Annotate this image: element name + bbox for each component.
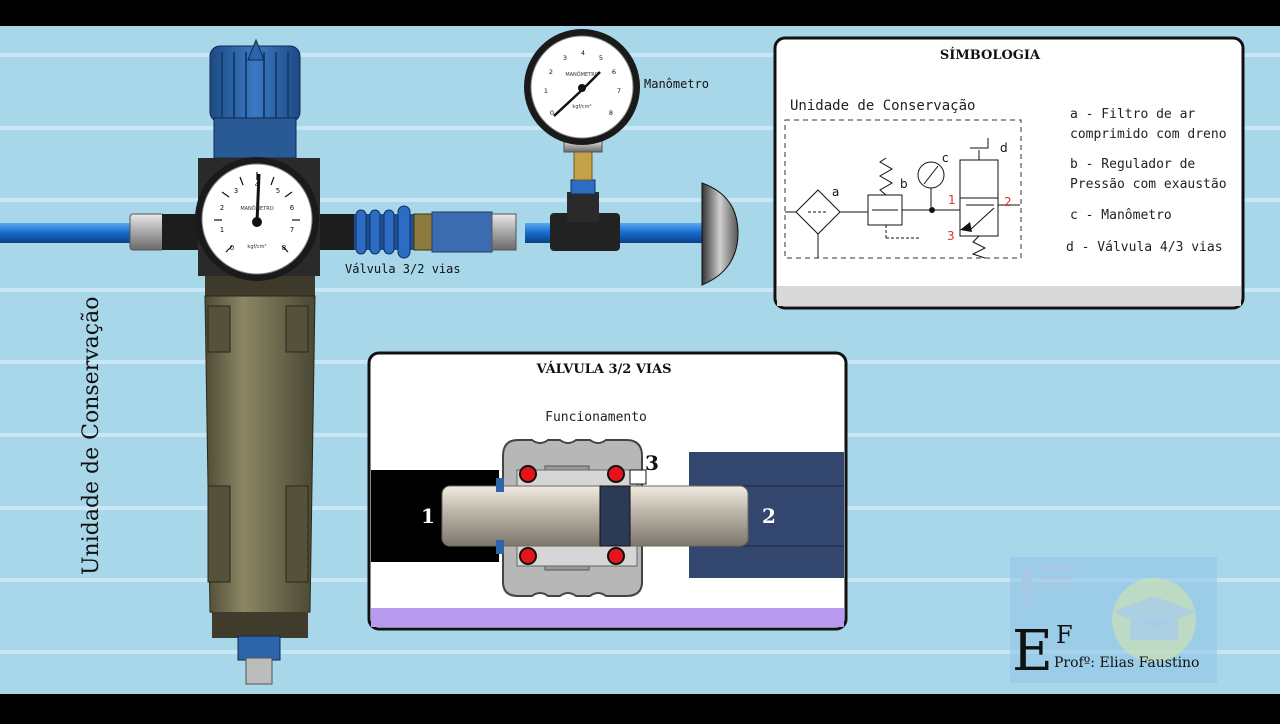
manometer-unit: kgf/cm² (572, 104, 591, 110)
legend-a-line1: a - Filtro de ar (1070, 107, 1195, 122)
scale-4: 4 (255, 181, 260, 189)
sym-mark-a: a (832, 185, 839, 199)
m-scale-6: 6 (612, 68, 616, 76)
m-scale-2: 2 (549, 68, 553, 76)
regulator-gauge: MANÔMETRO kgf/cm² 0 1 2 3 4 5 6 7 8 (195, 157, 319, 281)
valve-port-3: 3 (645, 451, 659, 475)
symbology-panel: SÍMBOLOGIA Unidade de Conservação a b c (773, 36, 1245, 310)
symbology-subtitle: Unidade de Conservação (790, 98, 975, 114)
sym-mark-d: d (1000, 141, 1008, 155)
m-scale-3: 3 (563, 54, 567, 62)
logo-name: Profº: Elias Faustino (1054, 655, 1200, 671)
valve-panel-subtitle: Funcionamento (545, 410, 647, 425)
regulator-gauge-unit: kgf/cm² (247, 244, 266, 250)
sym-port-1: 1 (948, 193, 956, 207)
sym-mark-b: b (900, 177, 908, 191)
m-scale-7: 7 (617, 87, 621, 95)
valve-port-1: 1 (421, 504, 435, 528)
pipe-left (0, 223, 130, 243)
tee-fitting (550, 139, 620, 251)
m-scale-4: 4 (581, 49, 585, 57)
legend-d: d - Válvula 4/3 vias (1066, 240, 1223, 255)
connector-right (316, 214, 356, 250)
m-scale-1: 1 (544, 87, 548, 95)
scale-3: 3 (234, 187, 238, 195)
m-scale-5: 5 (599, 54, 603, 62)
legend-a-line2: comprimido com dreno (1070, 127, 1227, 142)
scale-7: 7 (290, 226, 294, 234)
scale-6: 6 (290, 204, 295, 212)
regulator-gauge-face: MANÔMETRO (240, 205, 273, 212)
fitting-left (129, 213, 165, 251)
valve-3-2-body (354, 205, 517, 259)
logo: E F Profº: Elias Faustino (1010, 557, 1217, 684)
manometer-label: Manômetro (644, 77, 709, 91)
manometer-face: MANÔMETRO (565, 71, 598, 78)
valve-caption: Válvula 3/2 vias (345, 262, 461, 276)
m-scale-0: 0 (550, 109, 554, 117)
scale-2: 2 (220, 204, 224, 212)
sym-port-2: 2 (1004, 195, 1012, 209)
logo-letter-f: F (1056, 621, 1073, 649)
legend-b-line1: b - Regulador de (1070, 157, 1195, 172)
exhaust-dome (701, 182, 739, 286)
left-title: Unidade de Conservação (79, 297, 104, 575)
scale-8: 8 (282, 244, 286, 252)
logo-letter-e: E (1012, 619, 1053, 684)
symbology-title: SÍMBOLOGIA (940, 47, 1041, 63)
scale-5: 5 (276, 187, 280, 195)
scale-0: 0 (230, 244, 234, 252)
sym-mark-c: c (942, 151, 949, 165)
scale-1: 1 (220, 226, 224, 234)
valve-panel: VÁLVULA 3/2 VIAS Funcionamento 1 2 3 (367, 351, 848, 631)
manometer-gauge: MANÔMETRO kgf/cm² 0 1 2 3 4 5 6 7 8 (524, 29, 640, 145)
sym-port-3: 3 (947, 229, 955, 243)
m-scale-8: 8 (609, 109, 613, 117)
legend-c: c - Manômetro (1070, 208, 1172, 223)
valve-port-2: 2 (762, 504, 776, 528)
valve-panel-title: VÁLVULA 3/2 VIAS (536, 361, 672, 377)
legend-b-line2: Pressão com exaustão (1070, 177, 1227, 192)
